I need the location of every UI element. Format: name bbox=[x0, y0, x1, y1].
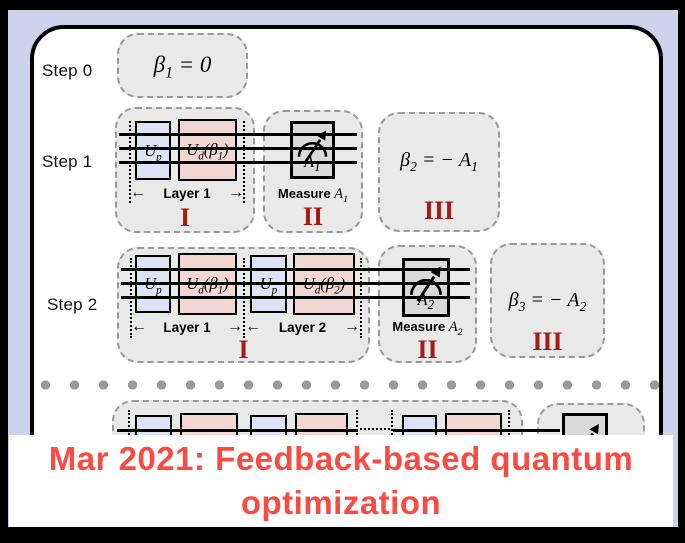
ud-gate: Ud(β1) bbox=[178, 119, 237, 181]
step1-label: Step 1 bbox=[42, 152, 93, 171]
phase-numeral-two: II bbox=[302, 202, 324, 231]
step0-formula: β1 = 0 bbox=[153, 52, 212, 82]
layer2-label: Layer 2 bbox=[278, 319, 327, 335]
step1-circuit-group: Up Ud(β1) ← Layer 1 → I bbox=[115, 107, 255, 233]
phase-numeral-one: I bbox=[238, 335, 249, 364]
layer1-label: Layer 1 bbox=[163, 185, 211, 201]
step2-measure-group: A2 Measure A2 II bbox=[378, 245, 477, 363]
qubit-wire bbox=[119, 133, 357, 136]
caption-line1: Mar 2021: Feedback-based quantum bbox=[48, 440, 634, 477]
left-arrow-icon: ← bbox=[130, 184, 146, 201]
step1-measure-group: A1 Measure A1 II bbox=[263, 110, 363, 233]
ud-gate-label: Ud(β1) bbox=[186, 140, 228, 163]
right-arrow-icon: → bbox=[343, 318, 360, 335]
up-gate: Up bbox=[135, 121, 171, 180]
measure-caption: Measure A1 bbox=[265, 186, 361, 205]
continuation-dots-row bbox=[31, 380, 669, 390]
qubit-wire bbox=[121, 296, 470, 299]
measure-caption-word: Measure bbox=[277, 186, 331, 201]
qubit-wire bbox=[117, 429, 358, 432]
phase-numeral-three: III bbox=[423, 196, 455, 225]
omitted-layers-dots bbox=[360, 428, 390, 430]
step2-label: Step 2 bbox=[47, 295, 98, 314]
meter-value-label: A2 bbox=[417, 291, 435, 312]
update-formula: β3 = − A2 bbox=[508, 289, 587, 314]
measure-caption-math: A2 bbox=[448, 319, 463, 338]
measure-caption-word: Measure bbox=[392, 319, 446, 334]
step2-circuit-group: Up Ud(β1) Up Ud(β2) ← Layer 1 → ← Layer … bbox=[117, 247, 370, 363]
qubit-wire bbox=[119, 161, 357, 164]
caption-line2: optimization bbox=[240, 484, 442, 521]
phase-numeral-one: I bbox=[179, 203, 191, 232]
layer1-span: ← Layer 1 → bbox=[131, 319, 243, 335]
meter-box: A2 bbox=[402, 258, 450, 317]
update-formula: β2 = − A1 bbox=[400, 149, 478, 174]
layer1-label: Layer 1 bbox=[163, 319, 211, 335]
step2-update-group: β3 = − A2 III bbox=[490, 243, 605, 358]
phase-numeral-three: III bbox=[532, 327, 563, 356]
up-gate-label: Up bbox=[144, 140, 162, 163]
layer2-span: ← Layer 2 → bbox=[245, 319, 360, 335]
meter-box: A1 bbox=[290, 121, 335, 179]
meter-value-label: A1 bbox=[304, 154, 321, 174]
step0-init-box: β1 = 0 bbox=[117, 33, 248, 98]
caption-banner: Mar 2021: Feedback-based quantum optimiz… bbox=[9, 435, 673, 527]
step0-label: Step 0 bbox=[42, 61, 93, 80]
step1-update-group: β2 = − A1 III bbox=[378, 112, 500, 232]
measure-caption-math: A1 bbox=[334, 186, 349, 205]
left-arrow-icon: ← bbox=[245, 318, 261, 335]
measure-caption: Measure A2 bbox=[380, 319, 475, 338]
right-arrow-icon: → bbox=[227, 184, 244, 201]
right-arrow-icon: → bbox=[226, 318, 243, 335]
qubit-wire bbox=[393, 429, 560, 432]
qubit-wire bbox=[121, 268, 470, 271]
layer1-span: ← Layer 1 → bbox=[130, 185, 244, 201]
phase-numeral-two: II bbox=[417, 335, 438, 364]
qubit-wire bbox=[121, 282, 470, 285]
left-arrow-icon: ← bbox=[131, 318, 147, 335]
qubit-wire bbox=[119, 147, 357, 150]
